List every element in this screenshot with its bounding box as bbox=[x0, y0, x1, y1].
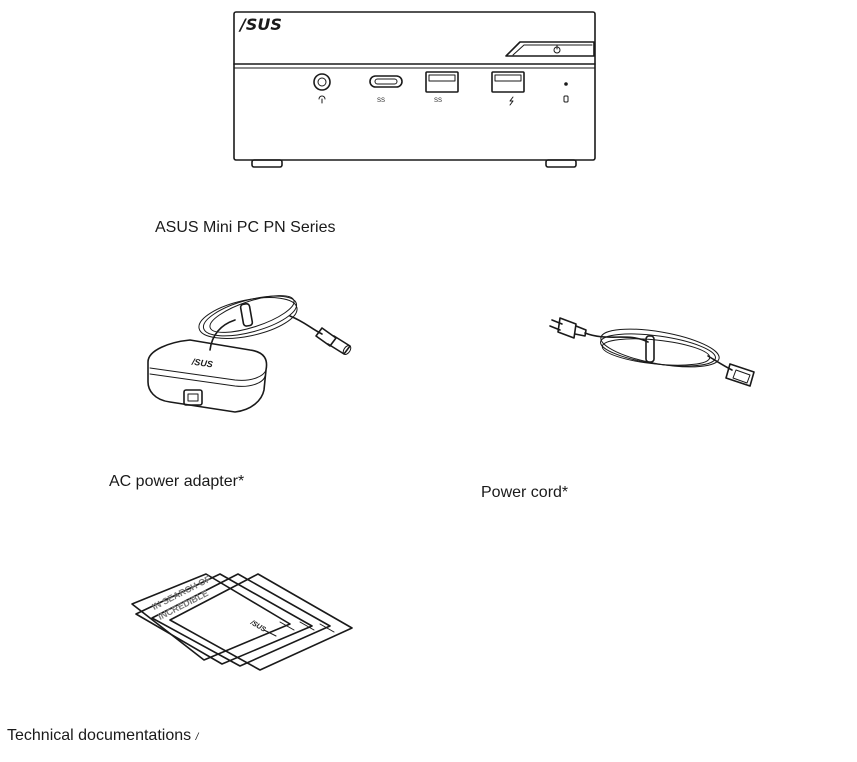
trailing-mark: / bbox=[195, 732, 199, 743]
audio-jack-icon bbox=[313, 73, 331, 104]
ac-adapter-illustration: /SUS bbox=[140, 290, 370, 430]
technical-docs-illustration: IN SEARCH OF INCREDIBLE /SUS bbox=[130, 568, 360, 674]
usb-a-port-icon: SS bbox=[425, 71, 459, 104]
power-cord-illustration bbox=[548, 312, 763, 394]
booklet-asus-logo: /SUS bbox=[248, 619, 267, 634]
technical-docs-caption: Technical documentations / bbox=[7, 727, 198, 745]
usb-c-port-icon: SS bbox=[369, 75, 403, 104]
asus-logo: /SUS bbox=[238, 15, 282, 34]
technical-docs-caption-text: Technical documentations bbox=[7, 727, 192, 744]
power-led-icon bbox=[564, 82, 568, 86]
usb-a-label: SS bbox=[434, 98, 442, 104]
power-icon bbox=[553, 45, 561, 54]
ac-adapter-caption: AC power adapter* bbox=[109, 473, 245, 490]
usb-a-charge-port-icon bbox=[491, 71, 525, 106]
adapter-asus-logo: /SUS bbox=[190, 357, 213, 370]
mini-pc-illustration: /SUS SS SS bbox=[230, 8, 600, 170]
power-cord-caption: Power cord* bbox=[481, 484, 569, 501]
usb-c-label: SS bbox=[377, 98, 385, 104]
mini-pc-caption: ASUS Mini PC PN Series bbox=[155, 219, 336, 236]
